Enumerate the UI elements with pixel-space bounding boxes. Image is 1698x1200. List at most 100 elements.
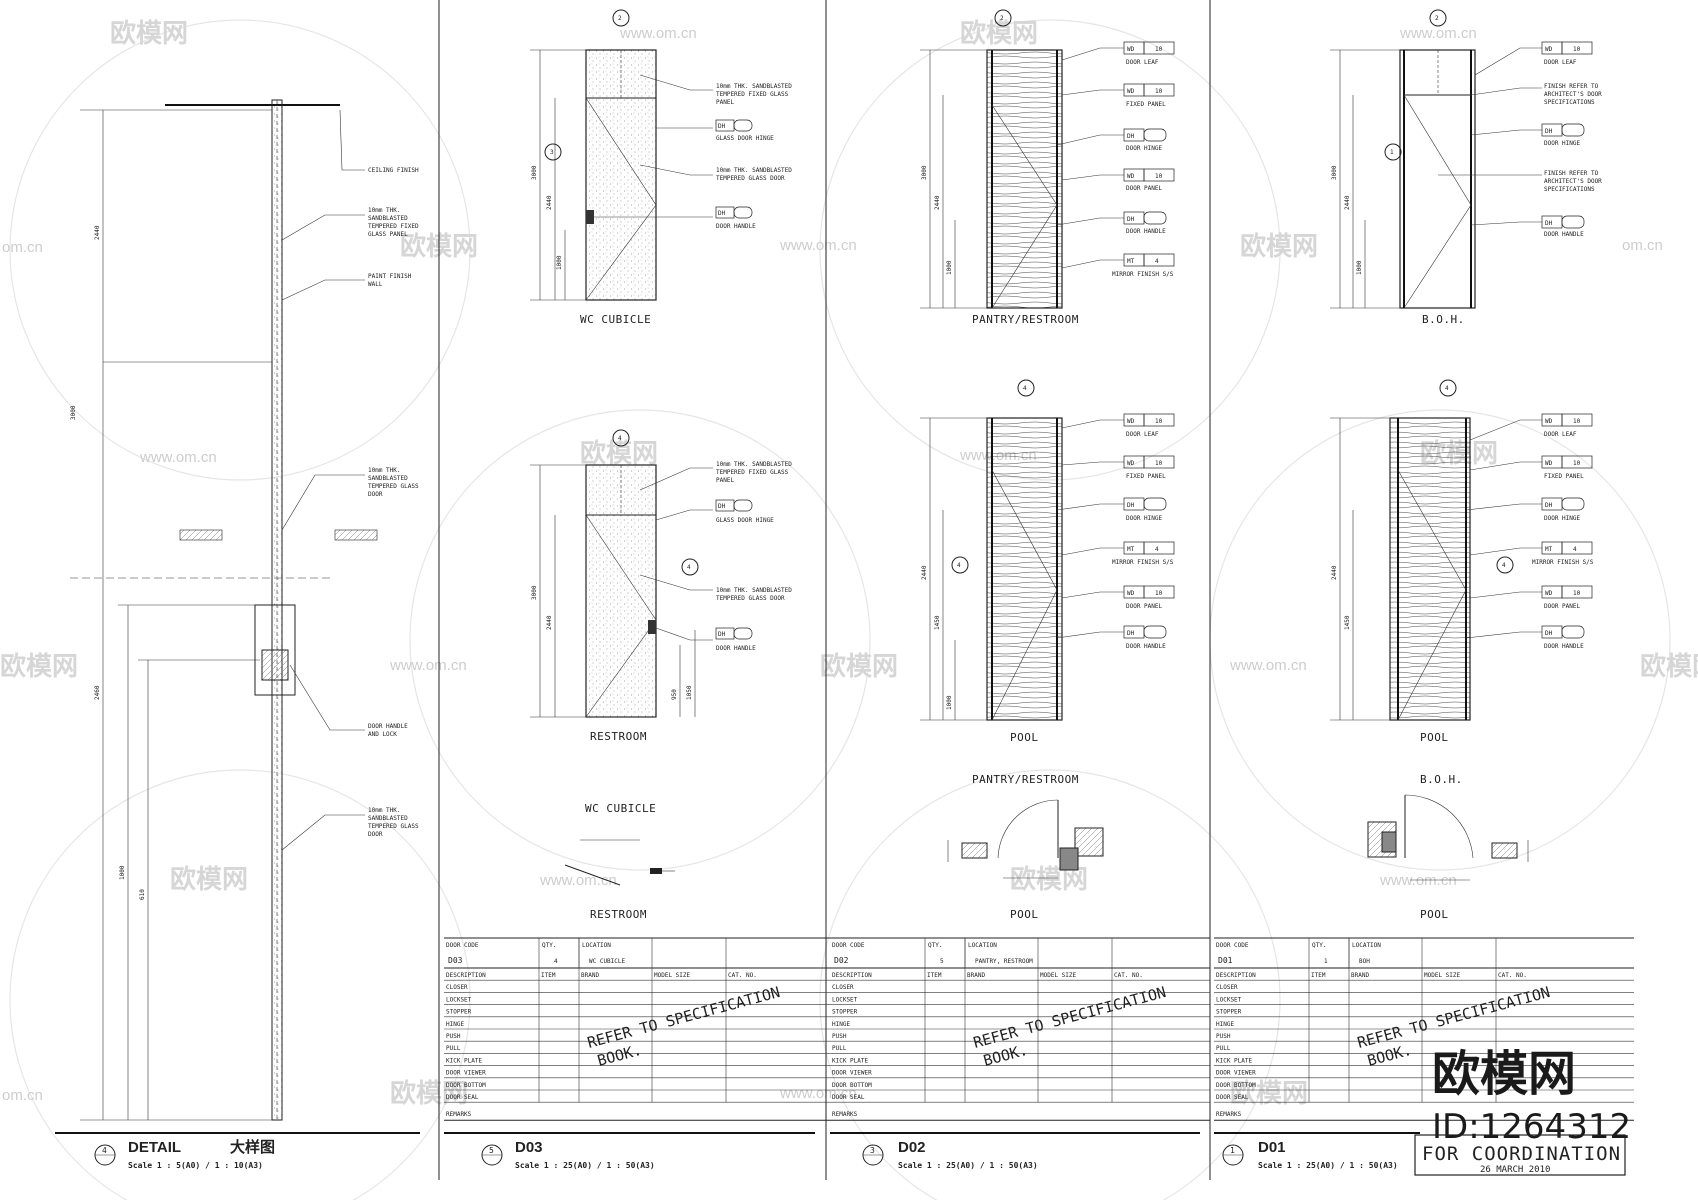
svg-text:2440: 2440 — [546, 195, 553, 210]
svg-text:ARCHITECT'S DOOR: ARCHITECT'S DOOR — [1544, 178, 1602, 185]
tag-group: WD 10 DOOR LEAF WD 10 FIXED PANEL DH DOO… — [1465, 413, 1594, 650]
note-line1: REFER TO SPECIFICATION — [1355, 983, 1552, 1052]
plan-label: B.O.H. — [1420, 773, 1463, 786]
d01-title: D01 — [1258, 1139, 1286, 1156]
svg-text:10: 10 — [1573, 460, 1581, 467]
schedule-header: MODEL SIZE — [654, 972, 691, 979]
d03-scale: Scale 1 : 25(A0) / 1 : 50(A3) — [515, 1161, 655, 1170]
watermark-brand: 欧模网 — [960, 18, 1038, 49]
schedule-header: MODEL SIZE — [1040, 972, 1077, 979]
svg-text:WD: WD — [1545, 418, 1553, 425]
remarks-label: REMARKS — [1216, 1111, 1242, 1118]
detail-title: DETAIL — [128, 1139, 181, 1156]
svg-text:4: 4 — [687, 564, 691, 571]
svg-text:WD: WD — [1127, 460, 1135, 467]
d02-scale: Scale 1 : 25(A0) / 1 : 50(A3) — [898, 1161, 1038, 1170]
watermark-url: om.cn — [2, 1087, 43, 1104]
svg-text:WD: WD — [1127, 418, 1135, 425]
svg-text:FIXED PANEL: FIXED PANEL — [1126, 473, 1166, 480]
schedule-header: ITEM — [1311, 972, 1326, 979]
svg-text:DH: DH — [1127, 502, 1135, 509]
title-block-d02: 3 D02 Scale 1 : 25(A0) / 1 : 50(A3) — [830, 1132, 1200, 1170]
location-label: LOCATION — [968, 942, 997, 949]
svg-text:DOOR HANDLE: DOOR HANDLE — [368, 723, 408, 730]
schedule-row-label: DOOR VIEWER — [832, 1070, 872, 1077]
svg-text:4: 4 — [1573, 546, 1577, 553]
svg-text:1050: 1050 — [686, 685, 693, 700]
d02-title: D02 — [898, 1139, 926, 1156]
schedule-row-label: KICK PLATE — [832, 1057, 869, 1064]
svg-text:2: 2 — [1435, 15, 1439, 22]
qty-label: QTY. — [1312, 942, 1326, 949]
d03-number: 5 — [489, 1146, 494, 1155]
tag-group: WD 10 DOOR LEAF WD 10 FIXED PANEL DH DOO… — [1056, 413, 1175, 650]
elevation-label: POOL — [1010, 731, 1039, 744]
svg-text:WD: WD — [1545, 460, 1553, 467]
elevation-label: POOL — [1420, 731, 1449, 744]
svg-text:4: 4 — [1445, 385, 1449, 392]
schedule-header: DESCRIPTION — [1216, 972, 1256, 979]
svg-text:10: 10 — [1155, 418, 1163, 425]
svg-text:2: 2 — [1000, 15, 1004, 22]
svg-text:4: 4 — [1023, 385, 1027, 392]
svg-text:10mm THK.: 10mm THK. — [368, 207, 401, 214]
schedule-row-label: PUSH — [446, 1033, 461, 1040]
watermark-brand: 欧模网 — [0, 651, 78, 682]
schedule-header: ITEM — [541, 972, 556, 979]
watermark-brand: 欧模网 — [820, 651, 898, 682]
svg-text:WD: WD — [1127, 590, 1135, 597]
svg-text:WD: WD — [1127, 173, 1135, 180]
svg-text:MIRROR FINISH S/S: MIRROR FINISH S/S — [1532, 559, 1594, 566]
svg-text:DH: DH — [1545, 128, 1553, 135]
door-code-value: D02 — [834, 956, 849, 965]
svg-text:10mm THK. SANDBLASTED: 10mm THK. SANDBLASTED — [716, 83, 792, 90]
watermark-layer: 欧模网 欧模网 www.om.cn www.om.cn om.cn 欧模网 ww… — [0, 18, 1698, 1200]
remarks-label: REMARKS — [446, 1111, 472, 1118]
svg-text:DOOR HINGE: DOOR HINGE — [1544, 515, 1581, 522]
schedule-row-label: HINGE — [832, 1021, 850, 1028]
svg-text:4: 4 — [1155, 258, 1159, 265]
door-code-label: DOOR CODE — [1216, 942, 1249, 949]
location-label: LOCATION — [582, 942, 611, 949]
schedule-header: DESCRIPTION — [446, 972, 486, 979]
door-code-value: D03 — [448, 956, 463, 965]
svg-text:2440: 2440 — [94, 225, 101, 240]
svg-text:DOOR HANDLE: DOOR HANDLE — [1544, 643, 1584, 650]
svg-text:PAINT FINISH: PAINT FINISH — [368, 273, 412, 280]
elevation-label: WC CUBICLE — [580, 313, 651, 326]
detail-number: 4 — [102, 1146, 107, 1155]
svg-text:MIRROR FINISH S/S: MIRROR FINISH S/S — [1112, 559, 1174, 566]
schedule-row-label: LOCKSET — [1216, 996, 1242, 1003]
svg-text:10: 10 — [1573, 590, 1581, 597]
svg-text:DOOR HINGE: DOOR HINGE — [1544, 140, 1581, 147]
coordination-label: FOR COORDINATION — [1422, 1143, 1621, 1165]
qty-label: QTY. — [542, 942, 556, 949]
schedule-row-label: DOOR BOTTOM — [832, 1082, 872, 1089]
svg-text:2: 2 — [618, 15, 622, 22]
watermark-stamp: 欧模网 ID:1264312 FOR COORDINATION 26 MARCH… — [1414, 1046, 1631, 1176]
schedule-header: CAT. NO. — [728, 972, 757, 979]
watermark-url: www.om.cn — [779, 1085, 857, 1102]
schedule-header: CAT. NO. — [1114, 972, 1143, 979]
svg-text:DH: DH — [1545, 220, 1553, 227]
svg-text:TEMPERED GLASS DOOR: TEMPERED GLASS DOOR — [716, 175, 785, 182]
tag-group: WD 10 DOOR LEAF FINISH REFER TO ARCHITEC… — [1438, 41, 1602, 238]
schedule-header: ITEM — [927, 972, 942, 979]
svg-text:DH: DH — [1127, 133, 1135, 140]
stamp-id: ID:1264312 — [1432, 1107, 1631, 1147]
svg-text:1000: 1000 — [556, 255, 563, 270]
schedule-row-label: DOOR SEAL — [1216, 1094, 1249, 1101]
watermark-url: www.om.cn — [1229, 657, 1307, 674]
schedule-row-label: PUSH — [832, 1033, 847, 1040]
svg-text:10: 10 — [1573, 418, 1581, 425]
schedule-header: BRAND — [1351, 972, 1369, 979]
schedule-row-label: HINGE — [1216, 1021, 1234, 1028]
svg-text:SANDBLASTED: SANDBLASTED — [368, 475, 408, 482]
svg-text:10: 10 — [1155, 460, 1163, 467]
svg-text:DOOR LEAF: DOOR LEAF — [1544, 431, 1577, 438]
svg-text:SPECIFICATIONS: SPECIFICATIONS — [1544, 186, 1595, 193]
tag-group: WD 10 DOOR LEAF WD 10 FIXED PANEL DH DOO… — [1056, 41, 1175, 278]
svg-text:DOOR HANDLE: DOOR HANDLE — [716, 645, 756, 652]
watermark-url: www.om.cn — [139, 449, 217, 466]
